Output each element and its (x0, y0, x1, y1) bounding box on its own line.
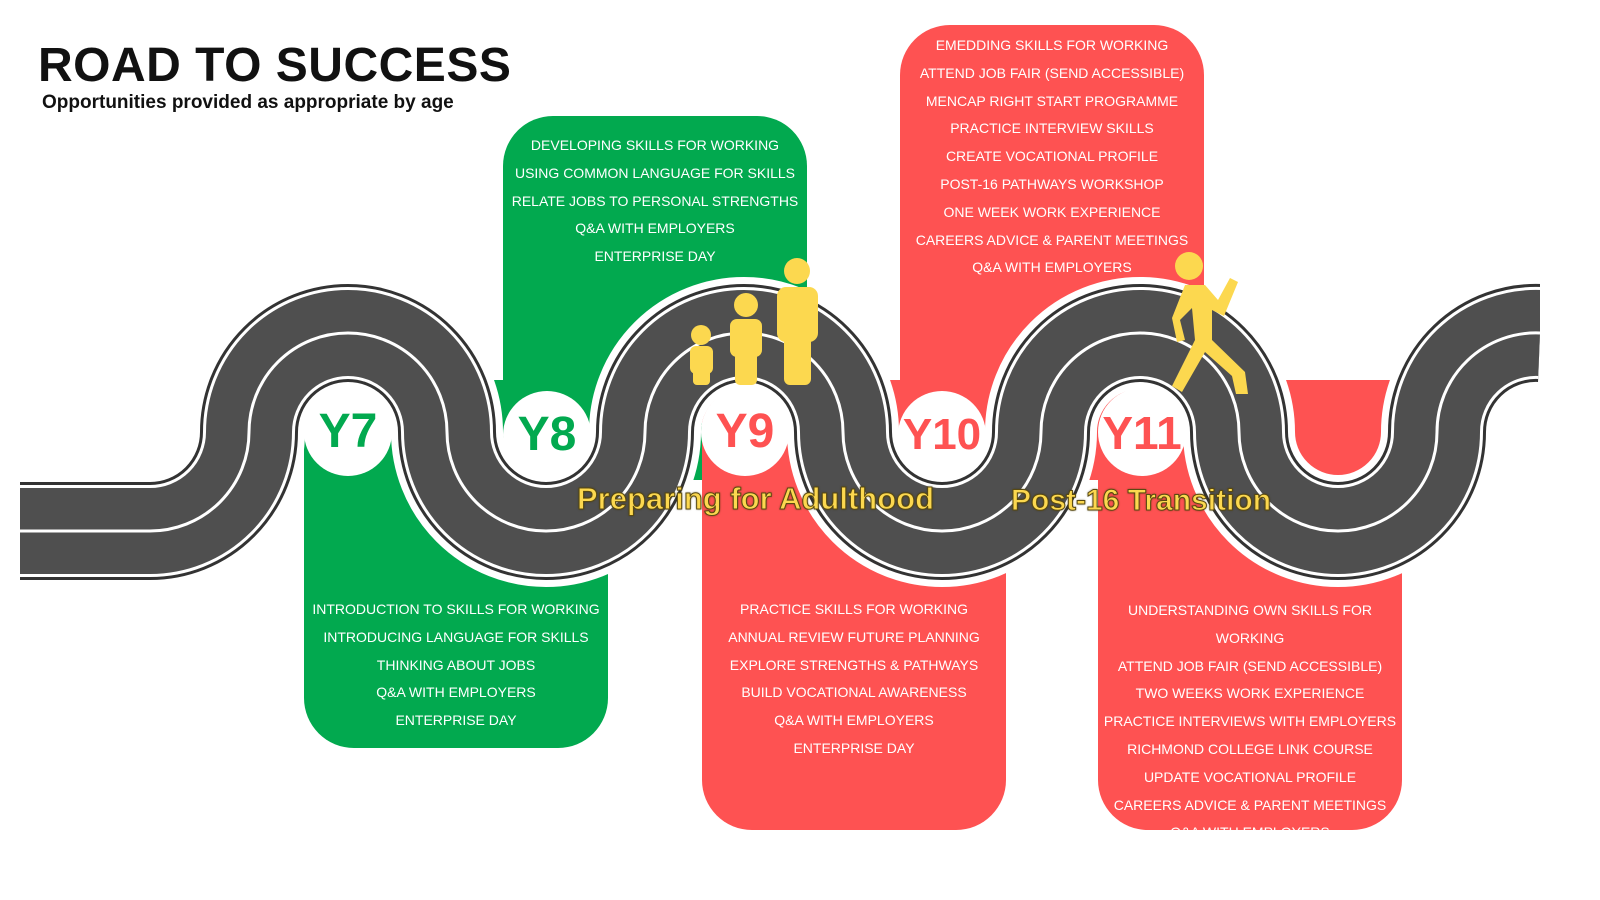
child-teen-icon (730, 293, 762, 385)
activity-item: INTRODUCING LANGUAGE FOR SKILLS (323, 628, 589, 645)
activity-item: Q&A WITH EMPLOYERS (575, 220, 735, 237)
activity-item: USING COMMON LANGUAGE FOR SKILLS (514, 164, 796, 181)
activity-item: EXPLORE STRENGTHS & PATHWAYS (729, 656, 979, 673)
activity-item: CAREERS ADVICE & PARENT MEETINGS (1113, 796, 1387, 813)
activity-item: Q&A WITH EMPLOYERS (1170, 824, 1330, 841)
activity-item: UPDATE VOCATIONAL PROFILE (1143, 768, 1357, 785)
activity-item: THINKING ABOUT JOBS (376, 656, 536, 673)
stage-label-preparing: Preparing for Adulthood (576, 481, 935, 517)
y7-list: INTRODUCTION TO SKILLS FOR WORKING INTROD… (304, 596, 608, 735)
year-label-y9: Y9 (715, 405, 775, 458)
stage-label-post16: Post-16 Transition (1010, 484, 1272, 518)
year-label-y11: Y11 (1102, 407, 1182, 459)
activity-item: INTRODUCTION TO SKILLS FOR WORKING (312, 601, 600, 617)
y11-list: UNDERSTANDING OWN SKILLS FOR WORKING ATTE… (1098, 597, 1402, 847)
child-small-icon (690, 325, 713, 385)
year-label-y7: Y7 (318, 405, 378, 458)
activity-item: ENTERPRISE DAY (395, 712, 517, 729)
activity-item: Q&A WITH EMPLOYERS (376, 684, 536, 701)
activity-item: BUILD VOCATIONAL AWARENESS (741, 684, 967, 701)
y9-list: PRACTICE SKILLS FOR WORKING ANNUAL REVIEW… (702, 596, 1006, 763)
activity-item: ENTERPRISE DAY (793, 739, 915, 756)
activity-item: Q&A WITH EMPLOYERS (972, 259, 1132, 276)
activity-item: RELATE JOBS TO PERSONAL STRENGTHS (511, 192, 799, 209)
y10-circle (898, 391, 986, 479)
activity-item: MENCAP RIGHT START PROGRAMME (925, 92, 1179, 109)
activity-item: PRACTICE INTERVIEW SKILLS (950, 120, 1154, 137)
activity-item: Q&A WITH EMPLOYERS (774, 712, 934, 729)
adult-icon (777, 258, 818, 385)
activity-item: POST-16 PATHWAYS WORKSHOP (940, 175, 1164, 192)
y11-circle (1098, 388, 1186, 476)
activity-item: ENTERPRISE DAY (594, 248, 716, 265)
year-label-y8: Y8 (517, 408, 577, 461)
y8-circle (503, 391, 591, 479)
page-subtitle: Opportunities provided as appropriate by… (42, 92, 454, 113)
activity-item: ONE WEEK WORK EXPERIENCE (943, 203, 1161, 220)
y9-circle (701, 388, 789, 476)
activity-item: ATTEND JOB FAIR (SEND ACCESSIBLE) (919, 64, 1185, 81)
y8-list: DEVELOPING SKILLS FOR WORKING USING COMMO… (503, 132, 807, 271)
activity-item: EMEDDING SKILLS FOR WORKING (935, 37, 1169, 53)
activity-item: DEVELOPING SKILLS FOR WORKING (530, 137, 780, 153)
activity-item: PRACTICE INTERVIEWS WITH EMPLOYERS (1103, 713, 1397, 730)
activity-item: ATTEND JOB FAIR (SEND ACCESSIBLE) (1117, 657, 1383, 674)
y10-list: EMEDDING SKILLS FOR WORKING ATTEND JOB FA… (900, 32, 1204, 282)
activity-item: UNDERSTANDING OWN SKILLS FOR WORKING (1128, 602, 1372, 646)
year-label-y10: Y10 (902, 410, 982, 459)
activity-item: PRACTICE SKILLS FOR WORKING (740, 601, 968, 617)
page-title: ROAD TO SUCCESS (38, 39, 512, 92)
activity-item: TWO WEEKS WORK EXPERIENCE (1135, 685, 1365, 702)
activity-item: RICHMOND COLLEGE LINK COURSE (1127, 740, 1373, 757)
activity-item: ANNUAL REVIEW FUTURE PLANNING (728, 628, 980, 645)
walking-person-icon (1172, 252, 1248, 394)
activity-item: CAREERS ADVICE & PARENT MEETINGS (915, 231, 1189, 248)
y7-circle (304, 388, 392, 476)
activity-item: CREATE VOCATIONAL PROFILE (945, 148, 1159, 165)
